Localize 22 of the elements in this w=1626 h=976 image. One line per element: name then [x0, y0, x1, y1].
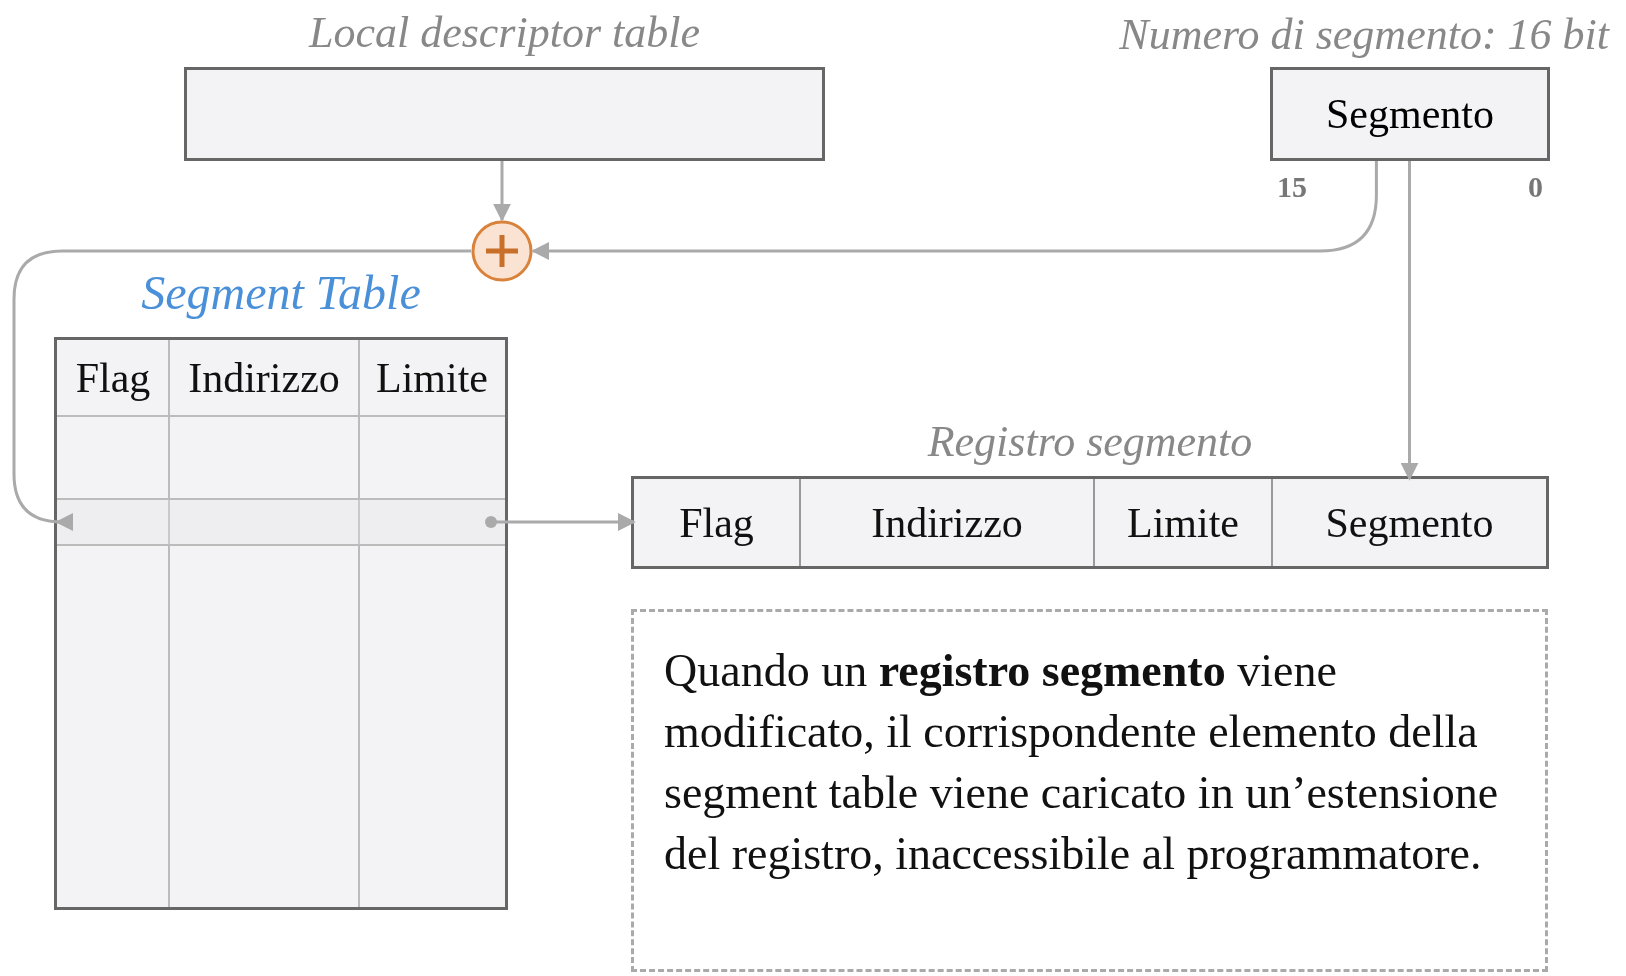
register-field: Flag	[679, 498, 754, 547]
box-title: Segment Table	[140, 268, 422, 318]
register-field: Segmento	[1325, 498, 1494, 547]
register-field: Indirizzo	[871, 498, 1023, 547]
box-title: Numero di segmento: 16 bit	[1119, 10, 1609, 60]
note-text: Quando un registro segmento viene modificato, il corrispondente elemento della segment table viene caricato in un’estensione del registro, inaccessibile al programmatore.	[664, 644, 1500, 881]
register-field: Limite	[1127, 498, 1239, 547]
arrow	[531, 161, 1378, 260]
box-title: Registro segmento	[926, 417, 1254, 467]
note-box	[631, 609, 1548, 972]
register-name: Segmento	[1326, 90, 1494, 138]
box-title: Local descriptor table	[307, 8, 702, 58]
arrow	[493, 161, 511, 222]
column-header: Limite	[376, 354, 488, 402]
bit-number: 0	[1528, 170, 1543, 204]
arrow	[485, 513, 636, 531]
table-row	[57, 498, 505, 546]
column-header: Indirizzo	[188, 354, 340, 402]
arrow	[1400, 161, 1419, 481]
bit-number: 15	[1277, 170, 1307, 204]
arrow	[12, 249, 471, 531]
column-header: Flag	[75, 354, 151, 402]
